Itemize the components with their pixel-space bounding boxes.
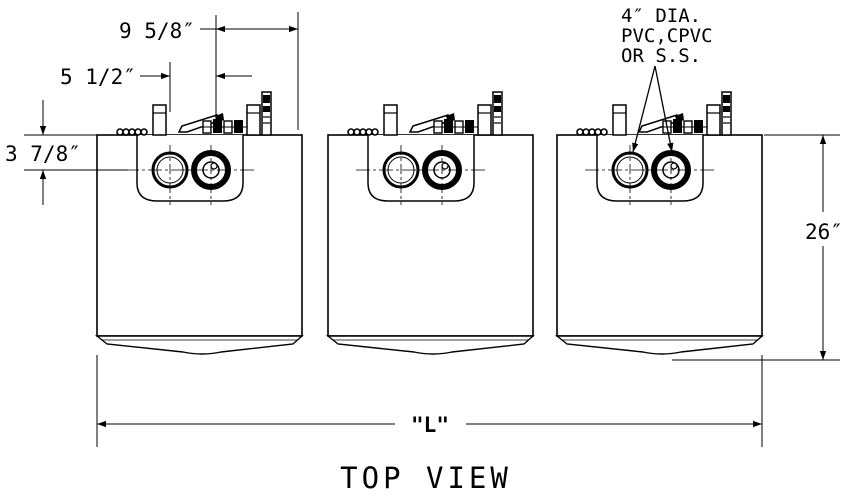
callout-line-1: 4″ DIA. <box>621 5 701 27</box>
dimension-3-7-8: 3 7/8″ <box>5 100 81 205</box>
dimension-label-26: 26″ <box>805 220 843 244</box>
tank-3 <box>557 92 762 354</box>
view-title: TOP VIEW <box>340 461 512 495</box>
dimension-l: "L" <box>97 413 762 437</box>
dimension-9-5-8: 9 5/8″ <box>119 19 298 43</box>
dimension-5-1-2: 5 1/2″ <box>60 65 252 89</box>
dimension-label-5-1-2: 5 1/2″ <box>60 65 136 89</box>
dimension-label-9-5-8: 9 5/8″ <box>119 19 195 43</box>
dimension-label-l: "L" <box>411 413 449 437</box>
callout-line-3: OR S.S. <box>621 45 701 67</box>
dimension-26: 26″ <box>805 135 843 360</box>
pipe-callout: 4″ DIA. PVC,CPVC OR S.S. <box>621 5 713 153</box>
dimension-label-3-7-8: 3 7/8″ <box>5 142 81 166</box>
tank-1 <box>97 92 302 354</box>
tank-2 <box>328 92 533 354</box>
callout-line-2: PVC,CPVC <box>621 25 713 47</box>
